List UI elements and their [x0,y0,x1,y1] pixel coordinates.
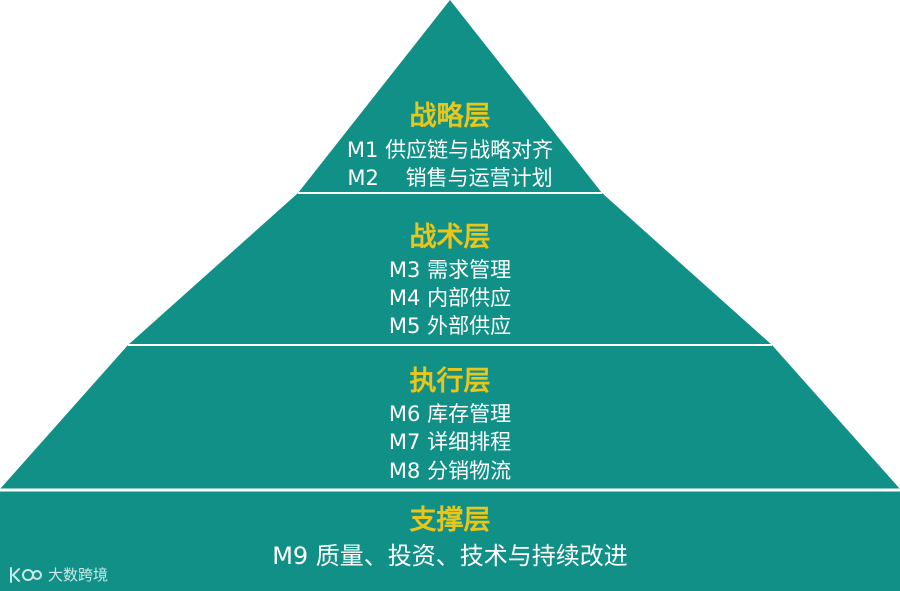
support-layer-title: 支撑层 [409,505,491,536]
tactical-item-m4: M4 内部供应 [388,286,512,310]
execution-layer-title: 执行层 [409,366,491,397]
tactical-tier-shape [128,193,772,345]
kc-logo-icon [10,567,42,583]
execution-item-m7: M7 详细排程 [388,430,512,454]
watermark: 大数跨境 [8,563,108,587]
strategic-item-m2: M2 销售与运营计划 [347,166,553,190]
support-tier-shape [0,491,900,591]
strategic-item-m1: M1 供应链与战略对齐 [346,138,554,162]
watermark-text: 大数跨境 [48,566,109,584]
execution-tier-shape [0,345,900,489]
support-item-m9: M9 质量、投资、技术与持续改进 [272,542,628,570]
tactical-item-m5: M5 外部供应 [388,314,512,338]
execution-item-m8: M8 分销物流 [388,459,512,483]
tactical-item-m3: M3 需求管理 [388,258,512,282]
tactical-layer-title: 战术层 [409,222,491,253]
execution-item-m6: M6 库存管理 [388,402,512,426]
strategic-layer-title: 战略层 [409,101,491,132]
strategic-tier-shape [298,0,602,193]
